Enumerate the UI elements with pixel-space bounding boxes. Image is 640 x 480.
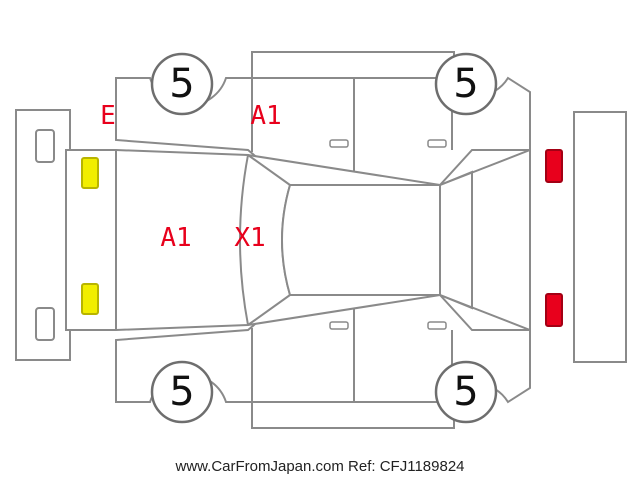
wheel-rear-right-score: 5: [453, 369, 478, 415]
mark-hood: A1: [160, 223, 191, 253]
top-view-body: [65, 148, 531, 332]
right-taillamp: [545, 293, 563, 327]
mark-front-left-fender: E: [100, 101, 116, 131]
wheel-front-left: 5: [150, 52, 214, 116]
wheel-front-right: 5: [150, 360, 214, 424]
mark-left-front-door: A1: [250, 101, 281, 131]
mark-windshield: X1: [234, 223, 265, 253]
rear-bumper: [573, 111, 627, 363]
wheel-rear-left-score: 5: [453, 61, 478, 107]
right-headlamp: [81, 283, 99, 315]
left-headlamp: [81, 157, 99, 189]
wheel-rear-right: 5: [434, 360, 498, 424]
wheel-rear-left: 5: [434, 52, 498, 116]
front-bumper: [15, 109, 71, 361]
watermark-text: www.CarFromJapan.com Ref: CFJ1189824: [175, 458, 465, 475]
wheel-front-right-score: 5: [169, 369, 194, 415]
wheel-front-left-score: 5: [169, 61, 194, 107]
left-side-profile: [115, 51, 531, 186]
left-taillamp: [545, 149, 563, 183]
